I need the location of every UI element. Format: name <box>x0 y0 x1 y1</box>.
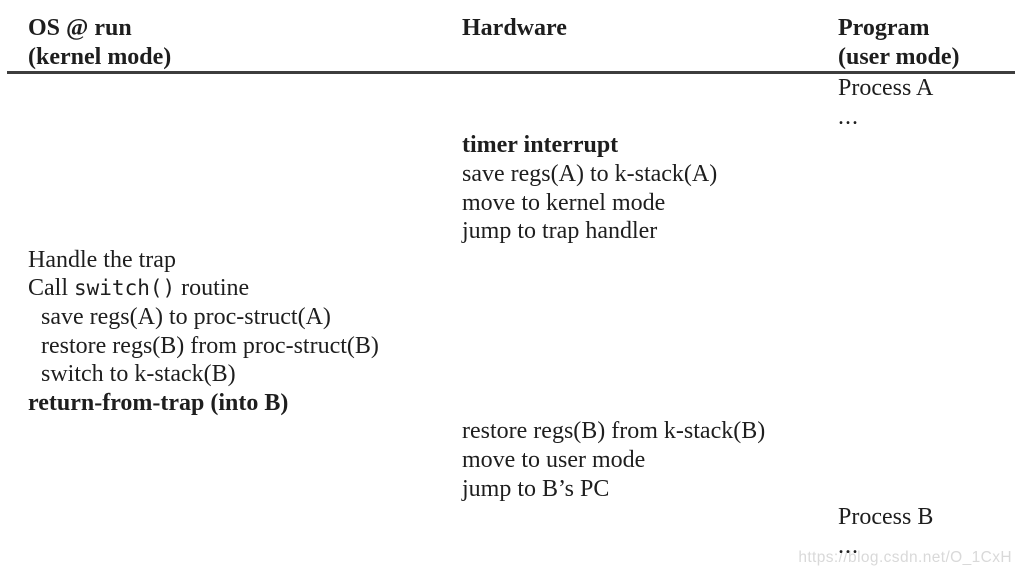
timer-interrupt-block: timer interrupt save regs(A) to k-stack(… <box>462 131 1022 245</box>
process-b-label: Process B <box>838 504 934 531</box>
os-trap-handling-block: Handle the trap Call switch() routine sa… <box>28 246 1022 418</box>
hardware-step: save regs(A) to k-stack(A) <box>462 160 718 187</box>
column-header-program-line1: Program <box>838 15 930 41</box>
hardware-step: restore regs(B) from k-stack(B) <box>462 418 766 445</box>
process-b-block: Process B ... <box>838 503 1022 560</box>
column-header-hardware-line1: Hardware <box>462 15 567 41</box>
call-text-post: routine <box>175 275 250 302</box>
column-header-os: OS @ run (kernel mode) <box>28 14 171 71</box>
column-header-hardware: Hardware <box>462 14 567 43</box>
process-a-block: Process A ... <box>838 74 1022 131</box>
column-header-program-line2: (user mode) <box>838 43 960 70</box>
os-step-call-switch: Call switch() routine <box>28 274 1022 303</box>
hardware-return-block: restore regs(B) from k-stack(B) move to … <box>462 417 1022 503</box>
call-text-pre: Call <box>28 275 74 302</box>
timer-interrupt-title: timer interrupt <box>462 132 619 159</box>
column-header-os-line2: (kernel mode) <box>28 43 172 70</box>
watermark: https://blog.csdn.net/O_1CxH <box>798 549 1012 566</box>
os-step-handle-trap: Handle the trap <box>28 246 176 273</box>
os-switch-step: restore regs(B) from proc-struct(B) <box>41 332 379 359</box>
column-header-program: Program (user mode) <box>838 14 960 71</box>
column-header-os-line1: OS @ run <box>28 15 132 41</box>
process-a-ellipsis: ... <box>838 103 859 130</box>
os-switch-step: save regs(A) to proc-struct(A) <box>41 303 331 330</box>
os-switch-step: switch to k-stack(B) <box>41 361 236 388</box>
table-header: OS @ run (kernel mode) Hardware Program … <box>0 0 1022 71</box>
hardware-step: move to user mode <box>462 446 646 473</box>
hardware-step: move to kernel mode <box>462 189 666 216</box>
process-b-ellipsis: ... <box>838 532 859 559</box>
os-step-return-from-trap: return-from-trap (into B) <box>28 389 289 416</box>
header-divider <box>7 71 1015 75</box>
timeline-flow: Process A ... timer interrupt save regs(… <box>0 74 1022 560</box>
hardware-step: jump to B’s PC <box>462 475 610 502</box>
process-a-label: Process A <box>838 75 934 102</box>
hardware-step: jump to trap handler <box>462 218 658 245</box>
switch-code-literal: switch() <box>74 276 176 301</box>
